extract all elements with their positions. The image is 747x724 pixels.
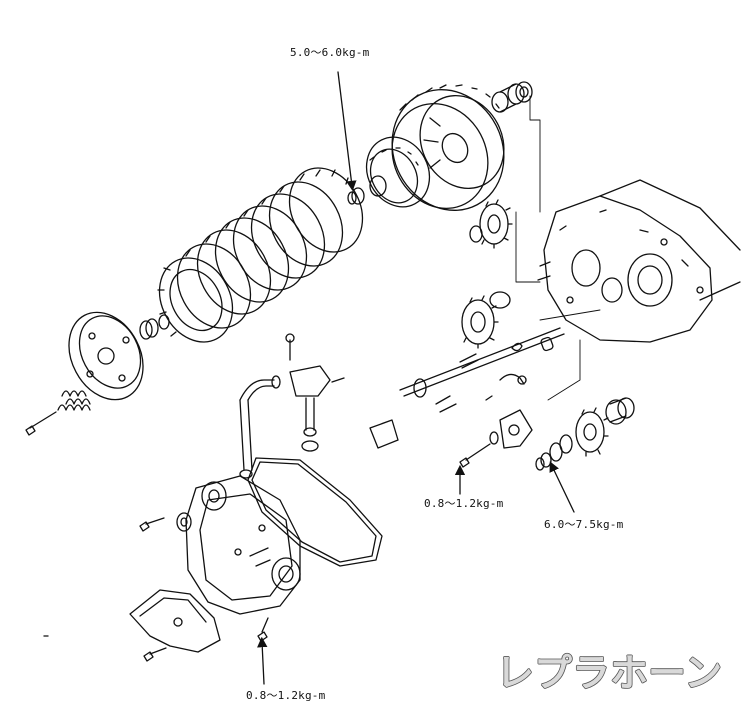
idler-gear bbox=[461, 291, 511, 349]
clutch-nut bbox=[347, 187, 365, 205]
shift-drum-stopper bbox=[369, 373, 527, 449]
cover-bolt-torque-label: 0.8〜1.2kg-m bbox=[246, 689, 326, 702]
clutch-bolt bbox=[25, 411, 57, 436]
crankcase-half bbox=[537, 179, 741, 343]
clutch-center bbox=[365, 136, 431, 208]
watermark-logo: レプラホーン bbox=[495, 650, 723, 696]
water-pump-cover bbox=[129, 589, 221, 662]
oil-seal bbox=[176, 512, 192, 532]
oil-pump bbox=[459, 409, 533, 468]
clutch-lifter-arm bbox=[239, 375, 281, 479]
cover-bolt-arrow bbox=[257, 636, 268, 685]
clutch-nut-arrow bbox=[337, 71, 357, 192]
primary-collar bbox=[491, 81, 533, 113]
tachometer-gear-housing bbox=[285, 333, 345, 452]
oil-pump-bolt-torque-label: 0.8〜1.2kg-m bbox=[424, 497, 504, 510]
kickstart-gear bbox=[469, 199, 513, 249]
cover-bolt bbox=[139, 517, 165, 532]
clutch-plate-stack bbox=[157, 167, 364, 343]
primary-drive-gear bbox=[575, 397, 635, 457]
primary-nut-arrow bbox=[549, 461, 575, 513]
shift-shaft bbox=[399, 327, 565, 398]
primary-nut bbox=[535, 434, 573, 471]
assembly-leader-lines bbox=[515, 95, 601, 401]
cover-gasket bbox=[247, 457, 383, 567]
clutch-springs bbox=[57, 390, 91, 411]
clutch-nut-torque-label: 5.0〜6.0kg-m bbox=[290, 46, 370, 59]
torque-arrows bbox=[257, 71, 575, 685]
cover-bottom-bolt bbox=[257, 617, 269, 642]
svg-text:レプラホーン: レプラホーン bbox=[496, 651, 722, 695]
release-bearing bbox=[139, 314, 170, 340]
primary-nut-torque-label: 6.0〜7.5kg-m bbox=[544, 518, 624, 531]
dowel-pin bbox=[459, 353, 479, 369]
clutch-outer-basket bbox=[391, 84, 505, 211]
right-crankcase-cover bbox=[185, 475, 301, 615]
pressure-plate bbox=[68, 311, 144, 401]
